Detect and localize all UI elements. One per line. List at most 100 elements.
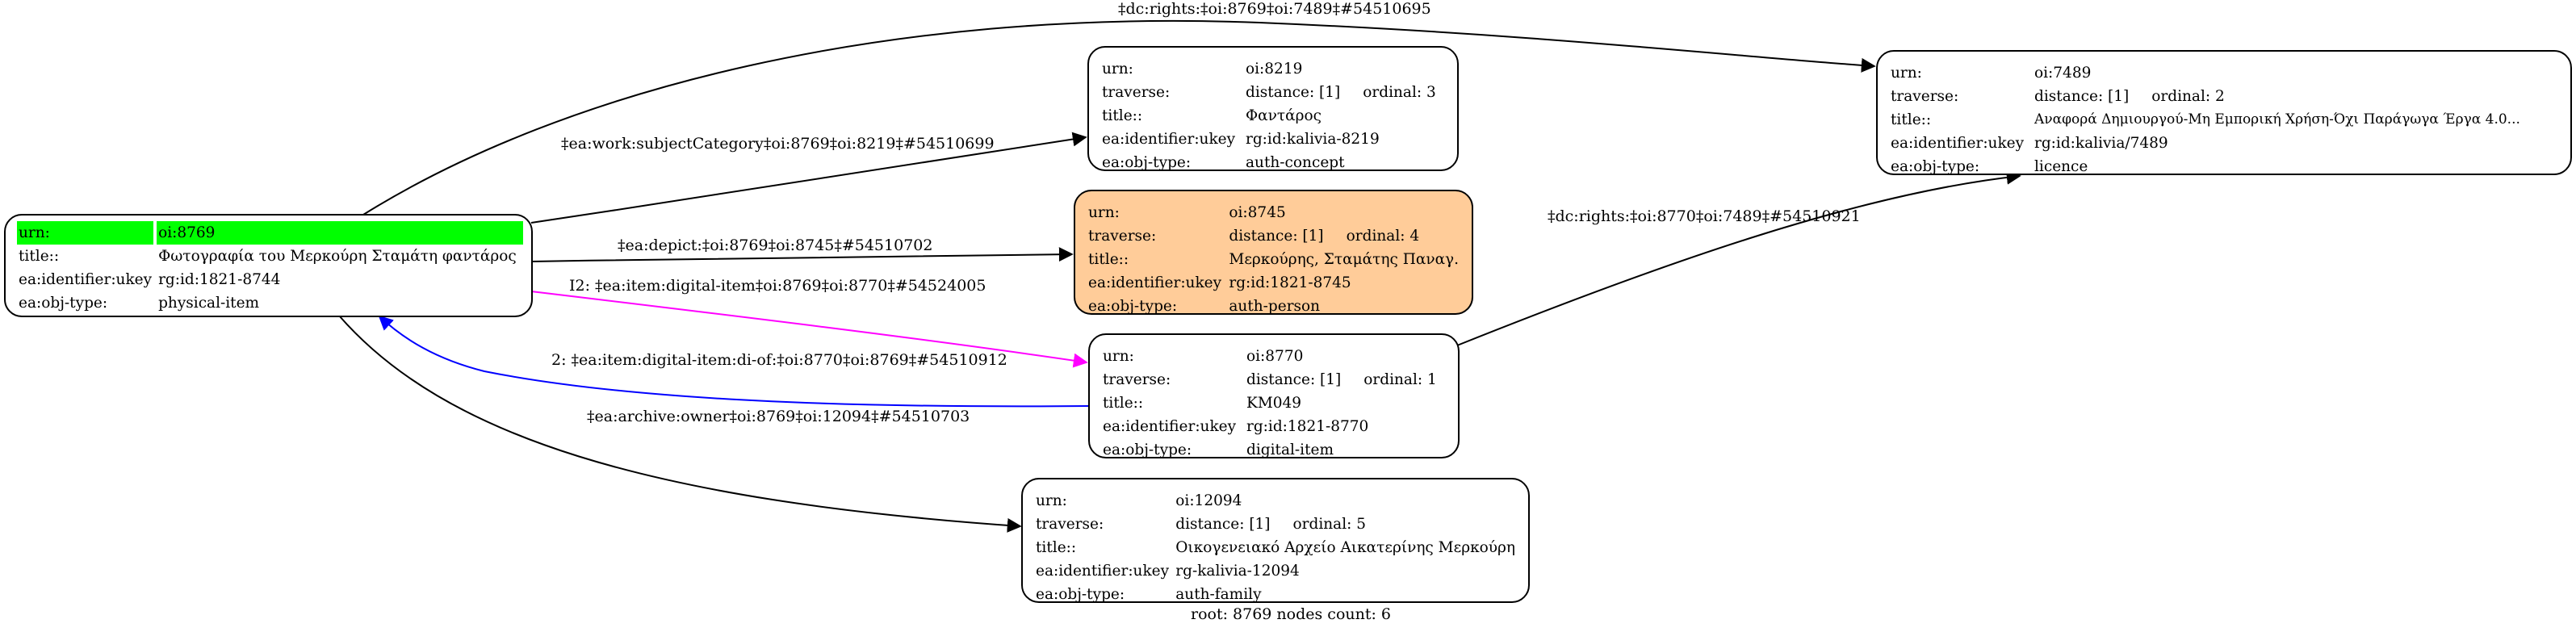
row-key: urn:: [1036, 492, 1067, 509]
node-row-urn: urn: oi:8769: [17, 221, 523, 245]
row-key: traverse:: [1036, 516, 1104, 533]
row-value: distance: [1]ordinal: 2: [2033, 85, 2525, 108]
row-key: ea:obj-type:: [19, 295, 108, 312]
traverse-ordinal: ordinal: 3: [1363, 84, 1436, 101]
row-key: urn:: [1891, 65, 1922, 82]
row-value: oi:7489: [2034, 65, 2092, 82]
node-row-urn: urn:oi:8745: [1087, 201, 1464, 224]
row-key: ea:identifier:ukey: [1891, 135, 2025, 152]
node-row-title: title::Μερκούρης, Σταμάτης Παναγ.: [1087, 248, 1464, 271]
node-row-obj-type: ea:obj-type: digital-item: [1101, 438, 1442, 462]
row-value: licence: [2034, 158, 2088, 175]
traverse-ordinal: ordinal: 5: [1292, 516, 1367, 533]
node-row-title: title::Φαντάρος: [1100, 104, 1441, 128]
node-8769-root[interactable]: urn: oi:8769 title:: Φωτογραφία του Μερκ…: [4, 214, 533, 317]
node-row-title: title::Αναφορά Δημιουργού-Μη Εμπορική Χρ…: [1889, 108, 2525, 132]
node-row-traverse: traverse:distance: [1]ordinal: 1: [1101, 368, 1442, 391]
row-value: distance: [1] ordinal: 3: [1244, 81, 1441, 104]
row-key: title::: [19, 248, 60, 265]
row-key: urn:: [1088, 204, 1120, 221]
edge-8769-8770[interactable]: [530, 291, 1088, 368]
node-row-ukey: ea:identifier:ukey rg:id:1821-8744: [17, 268, 523, 291]
node-row-obj-type: ea:obj-type: licence: [1889, 155, 2525, 178]
row-key: ea:identifier:ukey: [1102, 131, 1236, 148]
edge-8770-8769[interactable]: [378, 315, 1091, 408]
row-value: distance: [1] ordinal: 5: [1174, 513, 1520, 536]
edge-label-8769-8770: I2: ‡ea:item:digital-item‡oi:8769‡oi:877…: [569, 277, 986, 295]
row-key: title::: [1036, 539, 1077, 556]
node-row-title: title::KM049: [1101, 391, 1442, 415]
node-row-ukey: ea:identifier:ukey rg:id:kalivia/7489: [1889, 132, 2525, 155]
row-value: rg:id:kalivia/7489: [2034, 135, 2168, 152]
node-row-obj-type: ea:obj-type: physical-item: [17, 291, 523, 315]
row-key: ea:identifier:ukey: [1036, 563, 1170, 580]
row-value: oi:8769: [157, 221, 523, 245]
traverse-ordinal: ordinal: 2: [2151, 88, 2225, 105]
node-8770[interactable]: urn: oi:8770 traverse:distance: [1]ordina…: [1088, 333, 1460, 458]
node-row-traverse: traverse: distance: [1] ordinal: 5: [1034, 513, 1520, 536]
row-key: title::: [1891, 111, 1932, 128]
node-8745[interactable]: urn:oi:8745 traverse: distance: [1] ordina…: [1074, 190, 1473, 315]
node-row-traverse: traverse:distance: [1]ordinal: 3: [1100, 81, 1441, 104]
edge-8770-7489[interactable]: [1456, 170, 2021, 346]
row-value: Αναφορά Δημιουργού-Μη Εμπορική Χρήση-Όχι…: [2034, 111, 2520, 128]
row-key: ea:obj-type:: [1103, 442, 1192, 458]
node-row-ukey: ea:identifier:ukey rg:id:kalivia-8219: [1100, 128, 1441, 151]
row-value: auth-family: [1175, 586, 1262, 603]
edge-8769-7489[interactable]: [362, 19, 1876, 216]
node-row-urn: urn: oi:8770: [1101, 345, 1442, 368]
edge-8769-8745[interactable]: [530, 247, 1074, 262]
node-row-urn: urn:oi:8219: [1100, 57, 1441, 81]
row-key: traverse:: [1088, 228, 1157, 245]
row-key: ea:obj-type:: [1891, 158, 1980, 175]
row-value: oi:8770: [1246, 348, 1304, 365]
row-value: Μερκούρης, Σταμάτης Παναγ.: [1229, 251, 1459, 268]
node-7489-table: urn: oi:7489 traverse: distance: [1]ordina…: [1889, 61, 2525, 178]
graph-footer: root: 8769 nodes count: 6: [1191, 605, 1392, 623]
row-key: ea:obj-type:: [1036, 586, 1125, 603]
node-row-ukey: ea:identifier:ukey rg:id:1821-8770: [1101, 415, 1442, 438]
row-key: urn:: [17, 221, 157, 245]
row-key: ea:obj-type:: [1088, 298, 1178, 315]
edge-label-8770-7489: ‡dc:rights:‡oi:8770‡oi:7489‡#54510921: [1548, 207, 1861, 225]
node-row-obj-type: ea:obj-type: auth-family: [1034, 583, 1520, 606]
edge-label-8770-8769: 2: ‡ea:item:digital-item:di-of:‡oi:8770‡…: [551, 351, 1007, 369]
row-key: ea:identifier:ukey: [19, 271, 153, 288]
row-key: title::: [1102, 107, 1143, 124]
node-8770-table: urn: oi:8770 traverse:distance: [1]ordina…: [1101, 345, 1442, 462]
row-value: oi:8219: [1246, 61, 1303, 77]
row-value: rg:id:1821-8770: [1246, 418, 1369, 435]
traverse-ordinal: ordinal: 4: [1346, 228, 1420, 245]
row-value: rg:id:kalivia-8219: [1246, 131, 1380, 148]
row-value: distance: [1] ordinal: 4: [1227, 224, 1464, 248]
edge-8769-12094[interactable]: [338, 315, 1022, 533]
row-key: ea:obj-type:: [1102, 154, 1192, 171]
row-value: physical-item: [158, 295, 260, 312]
row-value: oi:12094: [1175, 492, 1242, 509]
node-row-title: title:: Φωτογραφία του Μερκούρη Σταμάτη …: [17, 245, 523, 268]
edge-label-8769-8219: ‡ea:work:subjectCategory‡oi:8769‡oi:8219…: [561, 135, 995, 153]
row-key: title::: [1103, 395, 1144, 412]
row-key: ea:identifier:ukey: [1088, 274, 1222, 291]
traverse-ordinal: ordinal: 1: [1363, 371, 1437, 388]
edge-label-8769-7489: ‡dc:rights:‡oi:8769‡oi:7489‡#54510695: [1118, 0, 1431, 18]
node-7489[interactable]: urn: oi:7489 traverse: distance: [1]ordina…: [1876, 50, 2572, 175]
row-value: rg:id:1821-8745: [1229, 274, 1351, 291]
node-8219[interactable]: urn:oi:8219 traverse:distance: [1]ordina…: [1087, 46, 1459, 171]
node-row-traverse: traverse: distance: [1]ordinal: 2: [1889, 85, 2525, 108]
node-row-traverse: traverse: distance: [1] ordinal: 4: [1087, 224, 1464, 248]
row-value: auth-person: [1229, 298, 1321, 315]
node-row-obj-type: ea:obj-type: auth-person: [1087, 295, 1464, 318]
edge-8769-8219[interactable]: [530, 132, 1087, 224]
row-key: traverse:: [1891, 88, 1959, 105]
row-key: ea:identifier:ukey: [1103, 418, 1237, 435]
node-8219-table: urn:oi:8219 traverse:distance: [1]ordina…: [1100, 57, 1441, 174]
row-key: urn:: [1103, 348, 1134, 365]
node-12094[interactable]: urn: oi:12094 traverse: distance: [1] ordin…: [1021, 478, 1530, 603]
row-value: rg:id:1821-8744: [158, 271, 281, 288]
traverse-distance: distance: [1]: [1229, 228, 1324, 245]
traverse-distance: distance: [1]: [1246, 84, 1341, 101]
row-value: digital-item: [1246, 442, 1334, 458]
traverse-distance: distance: [1]: [1175, 516, 1271, 533]
